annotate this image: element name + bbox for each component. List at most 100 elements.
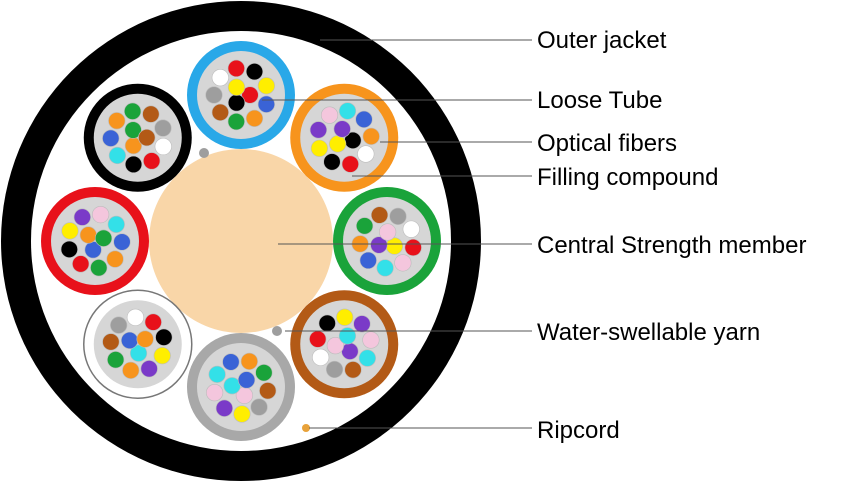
optical-fiber [227, 94, 246, 112]
optical-fiber [325, 360, 344, 379]
optical-fiber [205, 384, 224, 402]
optical-fiber [129, 344, 148, 362]
optical-fiber [241, 86, 259, 104]
optical-fiber [309, 330, 327, 348]
optical-fiber [223, 377, 241, 395]
optical-fiber [211, 69, 229, 87]
optical-fiber [389, 207, 407, 225]
label-filling-compound: Filling compound [537, 164, 718, 191]
loose-tube-green [333, 187, 441, 295]
loose-tube-black [83, 83, 192, 192]
optical-fiber [143, 152, 161, 170]
optical-fiber [310, 139, 328, 157]
optical-fiber [245, 63, 264, 81]
optical-fiber [138, 129, 156, 147]
optical-fiber [309, 121, 328, 139]
water-swellable-yarn [199, 148, 209, 158]
central-strength-member [149, 149, 333, 333]
optical-fiber [370, 206, 389, 224]
optical-fiber [394, 254, 412, 272]
optical-fiber [329, 135, 347, 153]
optical-fiber [72, 255, 90, 273]
optical-fiber [362, 127, 380, 145]
optical-fiber [257, 95, 275, 113]
optical-fiber [402, 220, 420, 238]
optical-fiber [227, 59, 245, 78]
optical-fiber [142, 105, 160, 123]
optical-fiber [379, 223, 397, 241]
optical-fiber [362, 331, 380, 349]
ripcord [302, 424, 310, 432]
optical-fiber [211, 103, 229, 121]
optical-fiber [227, 78, 246, 96]
optical-fiber [60, 240, 78, 258]
optical-fiber [240, 352, 258, 370]
optical-fiber [205, 86, 223, 104]
optical-fiber [121, 331, 139, 350]
label-outer-jacket: Outer jacket [537, 27, 667, 54]
optical-fiber [320, 106, 339, 124]
optical-fiber [126, 308, 145, 326]
optical-fiber [227, 112, 245, 131]
optical-fiber [370, 236, 388, 254]
optical-fiber [338, 327, 357, 345]
optical-fiber [233, 405, 251, 423]
optical-fiber [124, 102, 142, 120]
optical-fiber [357, 145, 375, 163]
optical-fiber [92, 205, 110, 224]
loose-tube-white [83, 289, 193, 399]
optical-fiber [124, 155, 143, 174]
optical-fiber [153, 347, 171, 365]
optical-fiber [215, 399, 233, 417]
optical-fiber [110, 316, 128, 334]
optical-fiber [90, 259, 108, 277]
optical-fiber [259, 382, 277, 400]
optical-fiber [326, 337, 344, 355]
loose-tube-blue [187, 41, 295, 149]
optical-fiber [108, 146, 126, 165]
optical-fiber [107, 351, 125, 369]
optical-fiber [333, 120, 351, 138]
optical-fiber [108, 112, 126, 130]
optical-fiber [208, 365, 226, 383]
optical-fiber [113, 233, 131, 251]
optical-fiber [144, 313, 162, 331]
label-ripcord: Ripcord [537, 417, 620, 444]
optical-fiber [341, 342, 359, 360]
leader-lines [262, 39, 532, 429]
optical-fiber [250, 398, 268, 416]
optical-fiber [359, 251, 377, 270]
optical-fiber [94, 229, 113, 247]
label-optical-fibers: Optical fibers [537, 130, 677, 157]
optical-fiber [353, 315, 371, 333]
optical-fiber [73, 208, 91, 226]
optical-fiber [358, 349, 376, 367]
water-swellable-yarn [272, 326, 282, 336]
optical-fiber [245, 109, 264, 127]
loose-tube-brown [290, 290, 399, 399]
label-central-strength-member: Central Strength member [537, 232, 806, 259]
optical-fiber [318, 314, 336, 332]
optical-fiber [257, 77, 275, 95]
loose-tubes [41, 41, 441, 441]
optical-fiber [312, 348, 330, 366]
loose-tube-red [41, 187, 149, 295]
optical-fiber [102, 129, 120, 147]
optical-fiber [102, 333, 120, 351]
optical-fiber [107, 215, 125, 233]
optical-fiber [122, 361, 140, 379]
optical-fiber [154, 119, 172, 137]
optical-fiber [338, 102, 357, 120]
optical-fiber [155, 328, 173, 346]
optical-fiber [356, 217, 374, 235]
label-loose-tube: Loose Tube [537, 87, 662, 114]
optical-fiber [140, 360, 158, 378]
cable-cross-section [1, 1, 481, 481]
label-water-swellable-yarn: Water-swellable yarn [537, 319, 760, 346]
loose-tube-orange [290, 83, 399, 192]
optical-fiber [79, 226, 97, 244]
optical-fiber [336, 308, 354, 326]
optical-fiber [136, 330, 154, 348]
optical-fiber [237, 371, 256, 389]
